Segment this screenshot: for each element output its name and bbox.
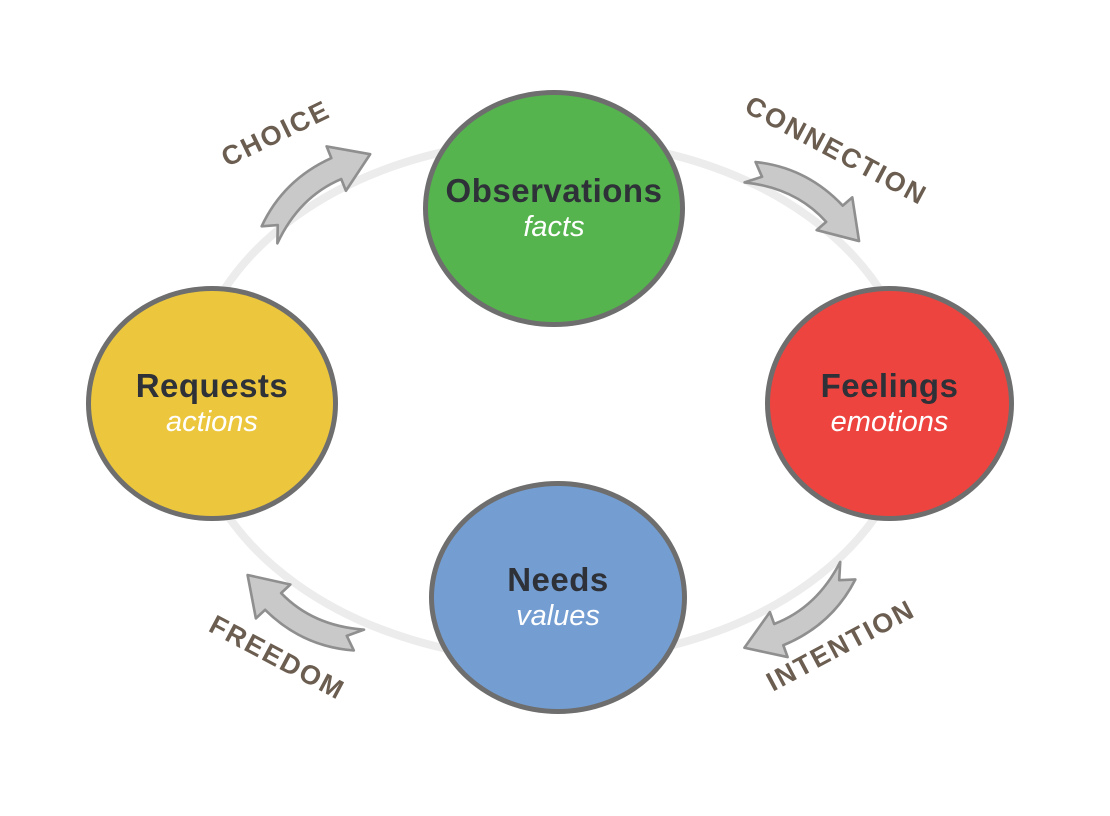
node-requests: Requests actions bbox=[86, 286, 338, 521]
node-feelings-label: Feelings bbox=[820, 367, 959, 405]
node-needs: Needs values bbox=[429, 481, 687, 714]
node-observations: Observations facts bbox=[423, 90, 685, 327]
node-observations-label: Observations bbox=[445, 172, 663, 210]
node-needs-sublabel: values bbox=[516, 600, 600, 633]
node-requests-label: Requests bbox=[135, 367, 289, 405]
node-feelings: Feelings emotions bbox=[765, 286, 1014, 521]
node-requests-sublabel: actions bbox=[166, 406, 258, 439]
node-observations-sublabel: facts bbox=[523, 211, 585, 244]
node-feelings-sublabel: emotions bbox=[830, 406, 949, 439]
node-needs-label: Needs bbox=[507, 561, 609, 599]
